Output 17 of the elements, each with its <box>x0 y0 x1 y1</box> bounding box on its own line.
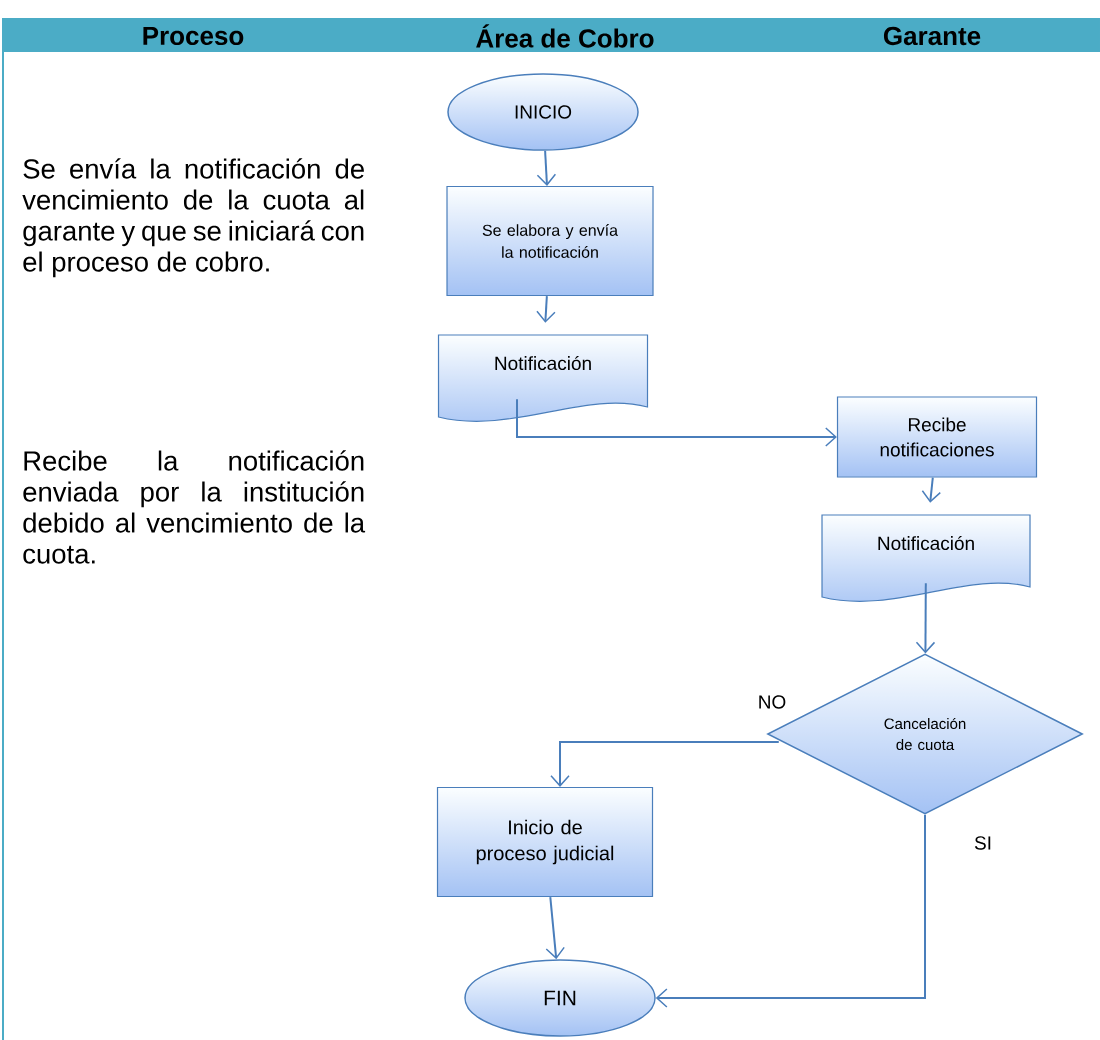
arrow <box>545 896 565 960</box>
column-header: Proceso <box>143 26 244 46</box>
column-header: Área de Cobro <box>476 24 654 48</box>
process-box: Se elabora y envía la notificación <box>446 185 654 297</box>
description-text: Se envía la notificación de vencimiento de la cuota al garante y que se iniciará con el proceso de cobro. <box>22 158 364 278</box>
arrow <box>536 295 556 323</box>
process-box: Inicio de proceso judicial <box>436 786 654 898</box>
process-box: Recibe notificaciones <box>836 396 1038 478</box>
arrow <box>516 398 837 447</box>
arrow <box>921 476 942 503</box>
column-header: Garante <box>883 26 981 46</box>
arrow <box>550 741 780 787</box>
description-text: Recibe la notificación enviada por la institución debido al vencimiento de la cuota. <box>23 450 366 564</box>
arrow <box>536 149 557 186</box>
edge-label: SI <box>972 834 994 852</box>
arrow <box>915 582 936 654</box>
arrow <box>655 813 926 1008</box>
